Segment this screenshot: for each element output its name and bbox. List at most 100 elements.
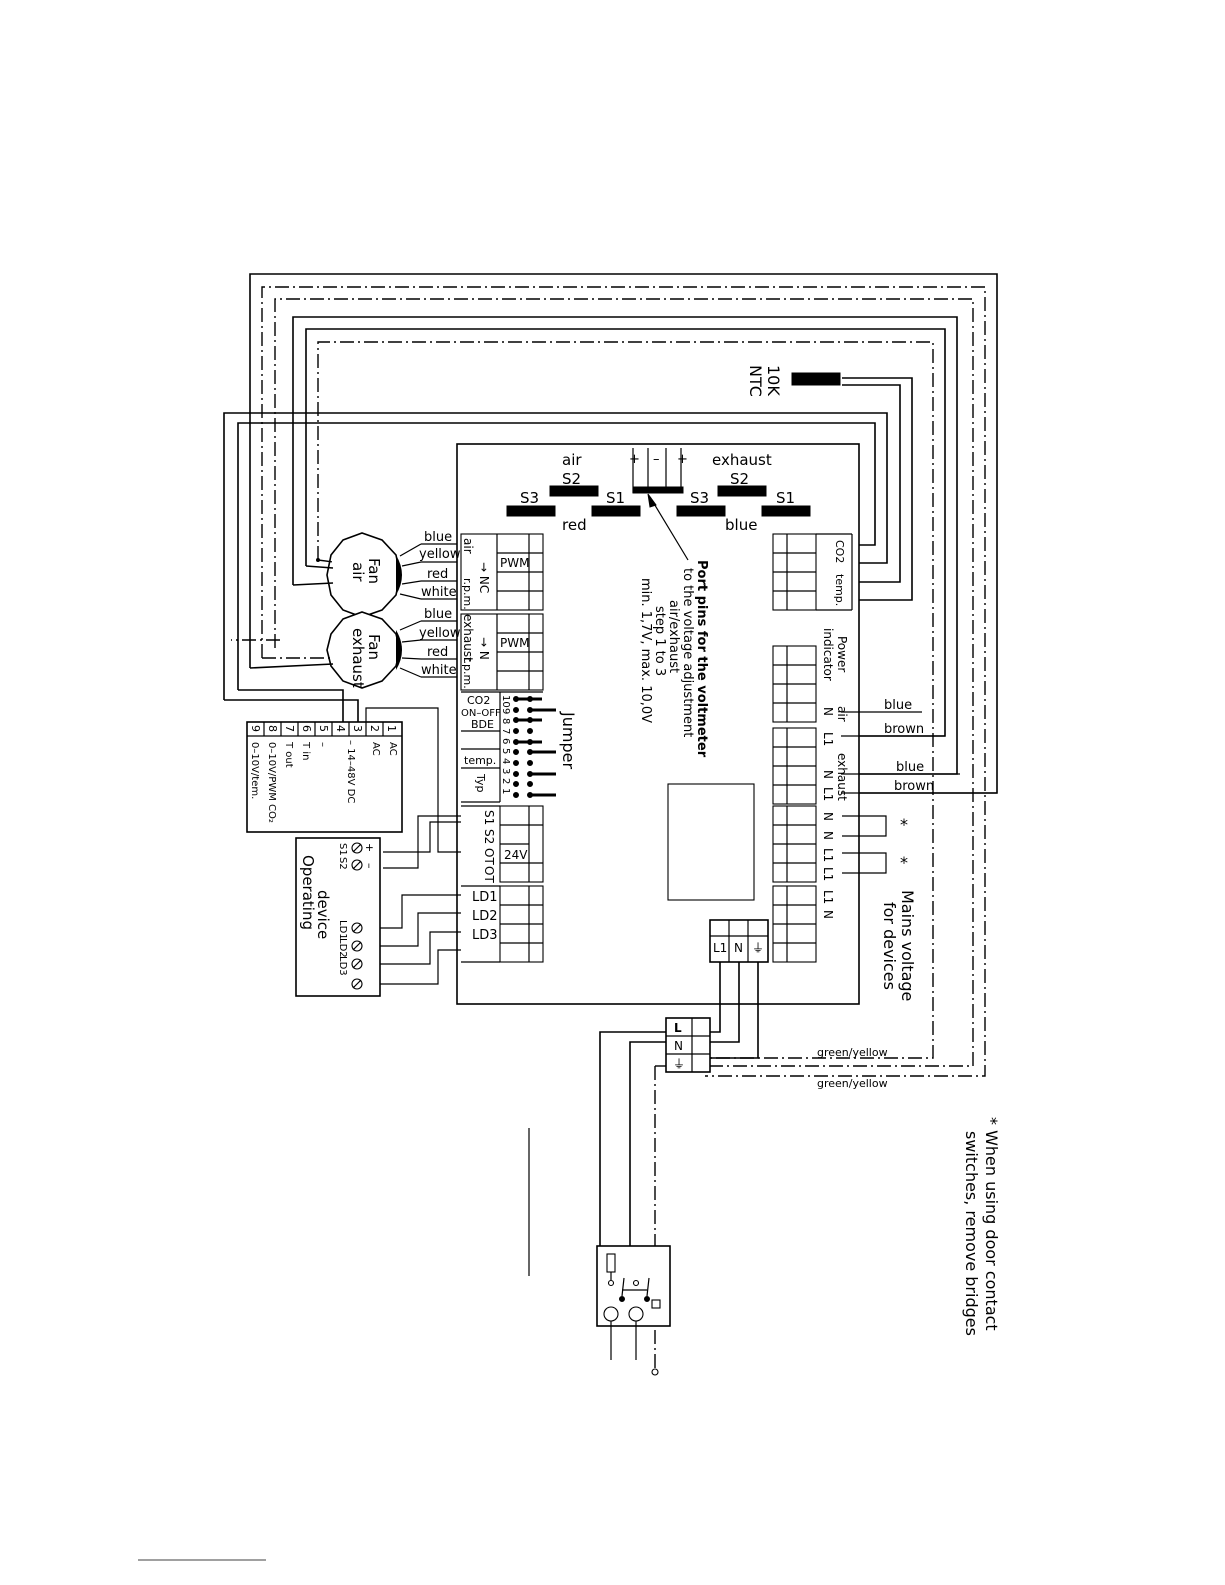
supply-terminal: L1 N ⏚: [709, 919, 769, 963]
power-indicator-block: Power indicator air N: [772, 628, 849, 723]
port-pins-note: Port pins for the voltmeter to the volta…: [638, 560, 709, 758]
svg-text:AC: AC: [370, 742, 381, 756]
svg-text:ON–OFF: ON–OFF: [461, 708, 501, 719]
svg-text:LD1: LD1: [472, 890, 498, 905]
switch-s1-exhaust: S1: [776, 489, 795, 507]
svg-text:3: 3: [351, 725, 364, 732]
svg-text:air: air: [349, 562, 367, 582]
svg-text:BDE: BDE: [471, 718, 494, 731]
svg-text:S1: S1: [337, 843, 348, 856]
svg-text:blue: blue: [424, 607, 452, 622]
jumper-title: Jumper: [559, 711, 578, 769]
ntc-sensor: NTC 10K: [746, 365, 841, 397]
svg-text:10: 10: [500, 695, 511, 708]
svg-text:indicator: indicator: [821, 628, 835, 681]
svg-text:6: 6: [500, 738, 511, 744]
svg-text:0–10V/tem.: 0–10V/tem.: [249, 742, 260, 799]
svg-text:LD2: LD2: [337, 938, 348, 958]
svg-text:air: air: [461, 538, 475, 554]
svg-text:5: 5: [317, 725, 330, 732]
svg-text:LD3: LD3: [337, 956, 348, 976]
svg-text:– 14–48V DC: – 14–48V DC: [345, 740, 356, 803]
svg-text:N: N: [821, 910, 835, 919]
svg-text:CO2: CO2: [833, 540, 846, 563]
sensor-wires: [223, 377, 913, 700]
svg-text:S2: S2: [337, 857, 348, 870]
svg-text:L1: L1: [821, 787, 835, 801]
bridge-star-2: *: [900, 853, 908, 872]
svg-text:L1: L1: [821, 848, 835, 862]
svg-text:L1: L1: [821, 732, 835, 746]
ntc-label: NTC: [746, 365, 765, 397]
switch-s2-exhaust: S2: [730, 470, 749, 488]
jumper-pins: [513, 696, 556, 798]
svg-text:L1: L1: [821, 890, 835, 904]
svg-text:N: N: [674, 1039, 683, 1053]
svg-text:yellow: yellow: [419, 626, 461, 641]
svg-text:→ N: → N: [477, 637, 491, 660]
svg-text:8: 8: [266, 725, 279, 732]
svg-text:N: N: [821, 770, 835, 779]
svg-text:–: –: [317, 742, 328, 747]
svg-text:LD2: LD2: [472, 909, 498, 924]
green-yellow-label-1: green/yellow: [817, 1046, 888, 1059]
fan-exhaust: Fan exhaust blue yellow red white: [326, 607, 461, 689]
jumper-block: CO2 ON–OFF BDE temp. Typ 10 9 8 7 6 5 4 …: [461, 691, 556, 803]
svg-text:OT: OT: [482, 848, 496, 865]
svg-text:L1: L1: [821, 867, 835, 881]
blue-label: blue: [725, 516, 757, 534]
svg-text:+: +: [363, 843, 376, 852]
svg-text:Power: Power: [835, 636, 849, 672]
svg-text:24V: 24V: [504, 848, 528, 862]
svg-text:white: white: [421, 663, 457, 678]
svg-text:LD3: LD3: [472, 928, 498, 943]
svg-text:L1: L1: [713, 941, 727, 955]
svg-text:exhaust: exhaust: [835, 753, 849, 801]
exhaust-power-block: exhaust L1 N L1: [772, 727, 849, 805]
svg-text:LD1: LD1: [337, 920, 348, 940]
svg-text:PWM: PWM: [500, 556, 529, 570]
svg-text:T out: T out: [283, 741, 294, 768]
svg-text:S1: S1: [482, 810, 496, 825]
mains-devices-block: L1 N Mains voltage for devices: [772, 885, 917, 1001]
svg-text:0–10V/PWM CO₂: 0–10V/PWM CO₂: [266, 742, 277, 823]
switch-s1-air: S1: [606, 489, 625, 507]
svg-text:1: 1: [500, 788, 511, 794]
bridge-block: N N L1 L1 * *: [772, 805, 908, 883]
svg-text:9: 9: [500, 708, 511, 714]
svg-text:N: N: [821, 707, 835, 716]
svg-text:5: 5: [500, 748, 511, 754]
right-power-wires: blue brown blue brown: [841, 698, 997, 794]
svg-text:–: –: [363, 863, 376, 869]
svg-text:7: 7: [500, 728, 511, 734]
svg-text:⏚: ⏚: [752, 941, 764, 955]
svg-text:min. 1,7V, max. 10,0V: min. 1,7V, max. 10,0V: [638, 578, 653, 723]
svg-text:4: 4: [500, 758, 511, 764]
svg-text:8: 8: [500, 718, 511, 724]
svg-text:r.p.m.: r.p.m.: [461, 578, 474, 610]
svg-text:N: N: [734, 941, 743, 955]
red-label: red: [562, 516, 587, 534]
operating-device-wires: [380, 894, 461, 985]
svg-text:switches, remove bridges: switches, remove bridges: [962, 1131, 981, 1336]
svg-text:OT: OT: [482, 866, 496, 883]
svg-text:step 1 to 3: step 1 to 3: [652, 606, 667, 676]
svg-text:1: 1: [385, 725, 398, 732]
svg-text:to the voltage adjustment: to the voltage adjustment: [680, 568, 695, 737]
svg-text:blue: blue: [884, 698, 912, 713]
fan-air: Fan air blue yellow red white: [326, 530, 461, 618]
ntc-value-label: 10K: [764, 365, 783, 396]
svg-text:PWM: PWM: [500, 636, 529, 650]
svg-text:white: white: [421, 585, 457, 600]
svg-text:red: red: [427, 645, 448, 660]
port-plus-label: +: [629, 452, 640, 467]
svg-text:4: 4: [334, 725, 347, 732]
switch-s3-exhaust: S3: [690, 489, 709, 507]
terminal-strip: 1 2 3 4 5 6 7 8 9 AC AC – 14–48V DC – T …: [246, 721, 403, 833]
footnote: * When using door contact switches, remo…: [962, 1117, 1001, 1336]
pwm-block-air: PWM air → NC r.p.m.: [460, 533, 544, 611]
svg-text:3: 3: [500, 768, 511, 774]
svg-text:air: air: [835, 706, 849, 722]
svg-text:air/exhaust: air/exhaust: [666, 600, 681, 673]
